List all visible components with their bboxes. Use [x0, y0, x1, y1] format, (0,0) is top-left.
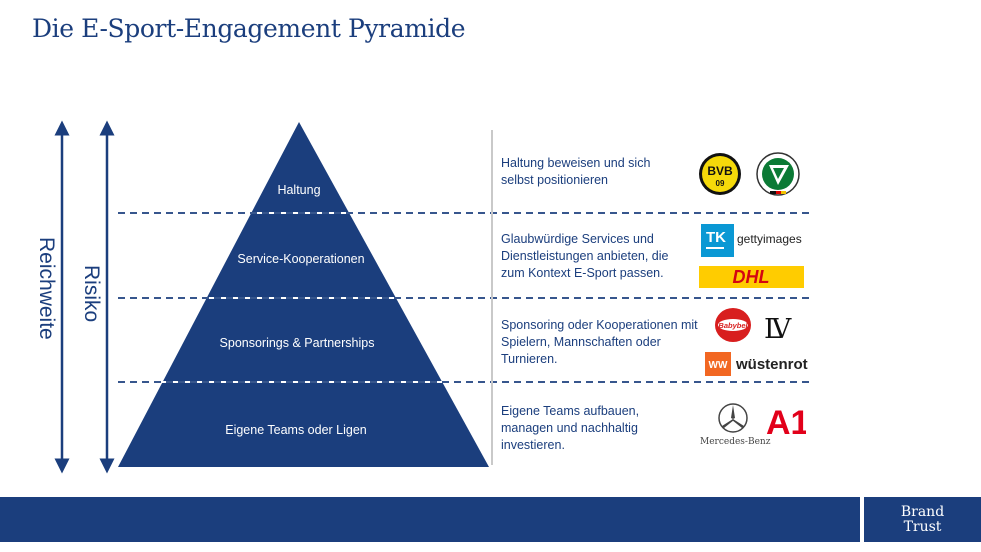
level-label-teams: Eigene Teams oder Ligen — [225, 423, 367, 437]
description-haltung: Haltung beweisen und sich selbst positio… — [501, 156, 651, 187]
axis-label-risiko: Risiko — [80, 265, 103, 323]
bvb-logo-year: 09 — [716, 179, 725, 188]
brand-line-1: Brand — [900, 504, 945, 520]
a1-logo: A1 — [766, 401, 806, 439]
dhl-logo-text: DHL — [733, 267, 770, 287]
tk-logo: TK — [701, 224, 734, 257]
pyramid — [118, 122, 489, 467]
mercedes-benz-logo-text: Mercedes-Benz — [700, 437, 771, 447]
dhl-logo: DHL — [699, 266, 804, 288]
footer-bar — [0, 497, 860, 542]
description-teams: Eigene Teams aufbauen, managen und nachh… — [501, 404, 640, 452]
description-service: Glaubwürdige Services und Dienstleistung… — [501, 232, 669, 280]
babybel-logo: Babybel — [714, 307, 752, 343]
babybel-logo-text: Babybel — [718, 321, 748, 330]
bvb-logo-text: BVB — [707, 164, 733, 178]
dfb-logo — [755, 151, 801, 197]
bvb-logo: BVB 09 — [698, 152, 742, 196]
lv-logo: LV — [764, 314, 791, 345]
level-label-service: Service-Kooperationen — [237, 252, 365, 266]
wuestenrot-logo: wüstenrot — [736, 356, 808, 373]
mercedes-logo — [717, 402, 749, 434]
ww-logo: WW — [705, 352, 731, 376]
gettyimages-logo: gettyimages — [737, 232, 802, 246]
ww-logo-text: WW — [709, 360, 728, 371]
brand-trust-logo: Brand Trust — [864, 497, 981, 542]
level-label-sponsoring: Sponsorings & Partnerships — [219, 336, 375, 350]
level-label-haltung: Haltung — [277, 183, 321, 197]
brand-line-2: Trust — [903, 519, 942, 535]
description-sponsoring: Sponsoring oder Kooperationen mit Spiele… — [501, 318, 698, 366]
axis-label-reichweite: Reichweite — [35, 237, 58, 340]
page-title: Die E-Sport-Engagement Pyramide — [32, 14, 466, 43]
tk-logo-text: TK — [706, 229, 726, 246]
a1-logo-text: A1 — [766, 404, 806, 439]
